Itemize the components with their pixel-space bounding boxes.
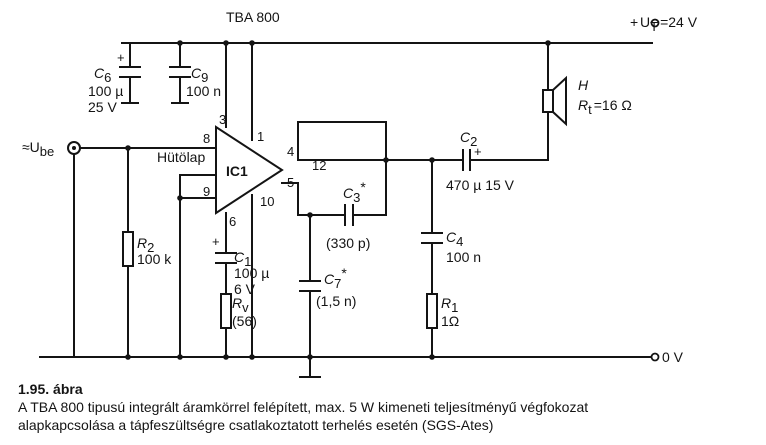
pin-10: 10 bbox=[260, 194, 274, 209]
svg-text:C3*: C3* bbox=[343, 179, 366, 205]
chip-title: TBA 800 bbox=[226, 9, 280, 25]
svg-text:R1: R1 bbox=[441, 295, 458, 315]
svg-text:C2: C2 bbox=[460, 129, 477, 149]
resistor-r2: R2 100 k bbox=[122, 231, 172, 267]
svg-text:≈Ube: ≈Ube bbox=[22, 139, 54, 159]
supply-terminal: + UT=24 V bbox=[630, 14, 698, 34]
c7-value: (1,5 n) bbox=[316, 293, 356, 309]
capacitor-c6: + C6 100 µ 25 V bbox=[88, 50, 141, 115]
svg-text:Rv: Rv bbox=[232, 295, 249, 315]
r2-value: 100 k bbox=[137, 251, 172, 267]
c1-value: 100 µ bbox=[234, 265, 269, 281]
caption-line-1: A TBA 800 tipusú integrált áramkörrel fe… bbox=[18, 399, 589, 415]
junction-dots bbox=[125, 40, 551, 360]
heatsink-label: Hütölap bbox=[157, 149, 205, 165]
wires bbox=[39, 42, 653, 378]
svg-text:C6: C6 bbox=[94, 65, 111, 85]
c6-voltage: 25 V bbox=[88, 99, 117, 115]
pin-5: 5 bbox=[287, 175, 294, 190]
c4-value: 100 n bbox=[446, 249, 481, 265]
pin-6: 6 bbox=[229, 214, 236, 229]
pin-3: 3 bbox=[219, 112, 226, 127]
caption-line-2: alapkapcsolása a tápfeszültségre csatlak… bbox=[18, 417, 494, 433]
pin-9: 9 bbox=[203, 184, 210, 199]
schematic-diagram: + UT=24 V 0 V ≈Ube TBA 800 IC1 Hütölap 3… bbox=[22, 9, 698, 378]
ground-terminal: 0 V bbox=[650, 349, 684, 365]
c6-value: 100 µ bbox=[88, 83, 123, 99]
svg-text:R2: R2 bbox=[137, 235, 154, 255]
rv-value: (56) bbox=[232, 313, 257, 329]
speaker-name: H bbox=[578, 77, 589, 93]
capacitor-c2: + C2 470 µ 15 V bbox=[446, 129, 515, 193]
ic-name: IC1 bbox=[226, 163, 248, 179]
ic1-amplifier: IC1 Hütölap 3 1 8 4 12 5 9 6 10 bbox=[157, 112, 326, 229]
input-label: ≈U bbox=[22, 139, 40, 155]
c1-voltage: 6 V bbox=[234, 281, 256, 297]
caption-number: 1.95. ábra bbox=[18, 381, 83, 397]
speaker: H Rt=16 Ω bbox=[542, 75, 632, 127]
svg-text:C1: C1 bbox=[234, 249, 251, 269]
figure-caption: 1.95. ábra A TBA 800 tipusú integrált ár… bbox=[18, 380, 758, 434]
svg-text:UT=24 V: UT=24 V bbox=[640, 14, 698, 34]
c3-value: (330 p) bbox=[326, 235, 370, 251]
c9-value: 100 n bbox=[186, 83, 221, 99]
pin-12: 12 bbox=[312, 158, 326, 173]
capacitor-c1: + C1 100 µ 6 V bbox=[212, 234, 269, 297]
resistor-rv: Rv (56) bbox=[220, 293, 257, 329]
resistor-r1: R1 1Ω bbox=[426, 293, 459, 329]
capacitor-c7: C7* (1,5 n) bbox=[299, 265, 356, 309]
pin-4: 4 bbox=[287, 144, 294, 159]
ground-label: 0 V bbox=[662, 349, 684, 365]
r1-value: 1Ω bbox=[441, 313, 459, 329]
pin-1: 1 bbox=[257, 129, 264, 144]
svg-text:Rt=16 Ω: Rt=16 Ω bbox=[578, 97, 632, 117]
c2-value: 470 µ 15 V bbox=[446, 177, 515, 193]
capacitor-c4: C4 100 n bbox=[421, 229, 481, 265]
c6-plus: + bbox=[117, 50, 125, 65]
svg-text:C4: C4 bbox=[446, 229, 463, 249]
capacitor-c3: C3* (330 p) bbox=[326, 179, 370, 251]
svg-text:C9: C9 bbox=[191, 65, 208, 85]
c1-plus: + bbox=[212, 234, 220, 249]
capacitor-c9: C9 100 n bbox=[169, 65, 221, 99]
supply-plus-sign: + bbox=[630, 14, 638, 30]
input-terminal: ≈Ube bbox=[22, 139, 81, 159]
pin-8: 8 bbox=[203, 131, 210, 146]
c2-plus: + bbox=[474, 144, 482, 159]
svg-text:C7*: C7* bbox=[324, 265, 347, 291]
